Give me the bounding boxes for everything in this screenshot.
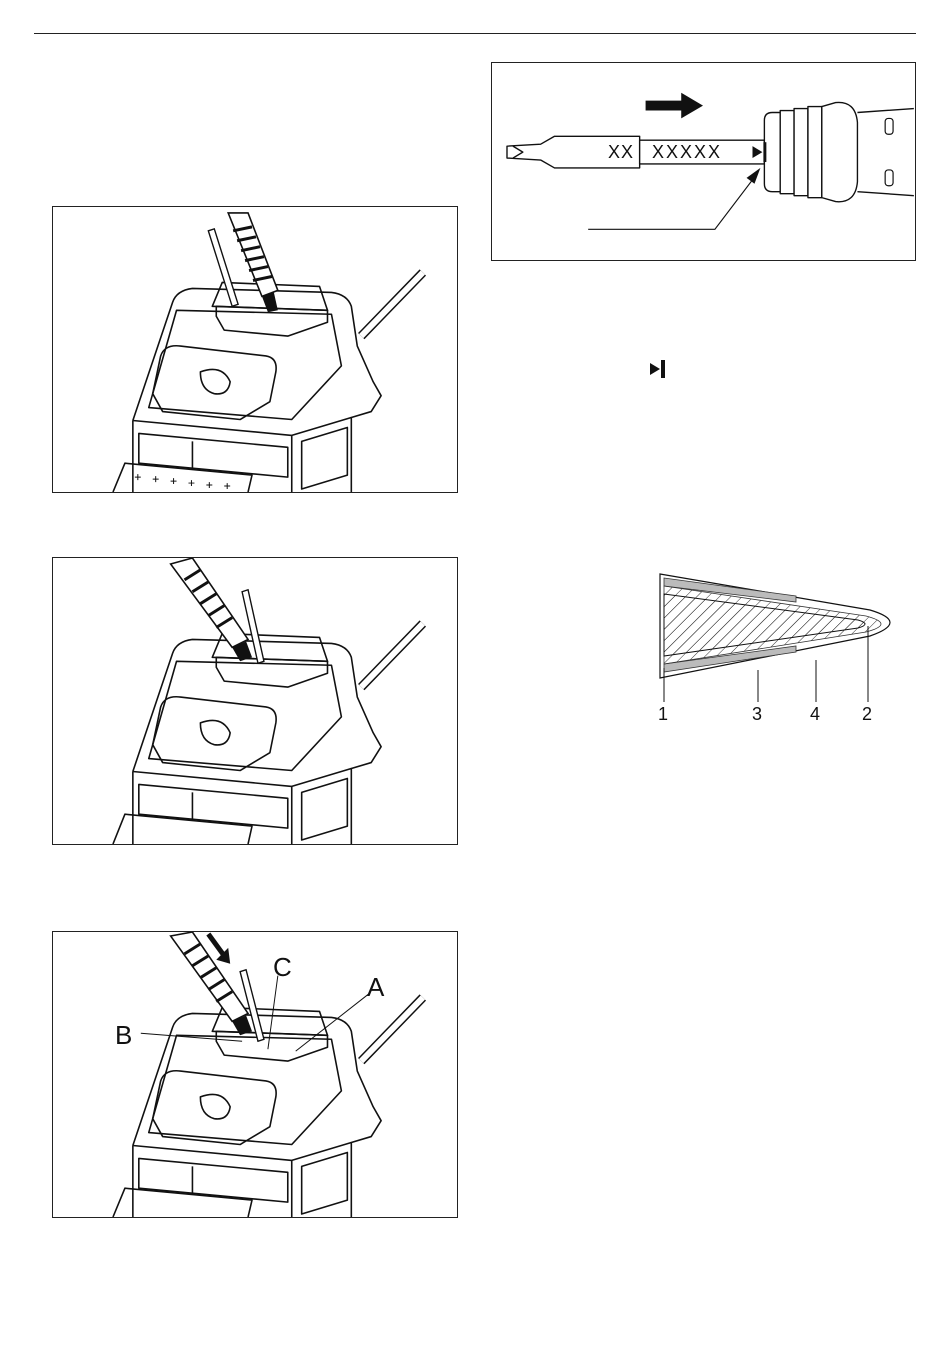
section-label-2: 2 (862, 704, 872, 725)
tip-marking-long: XXXXX (652, 142, 722, 163)
figure-station-tip-change: C A B (52, 931, 458, 1218)
section-label-4: 4 (810, 704, 820, 725)
soldering-station-illustration (53, 558, 457, 844)
callout-a-label: A (367, 972, 384, 1003)
section-label-1: 1 (658, 704, 668, 725)
section-label-3: 3 (752, 704, 762, 725)
figure-soldering-tip-marking: XX XXXXX (491, 62, 916, 261)
soldering-station-illustration (53, 932, 457, 1217)
tip-marking-short: XX (608, 142, 634, 163)
figure-station-iron-in-holder (52, 206, 458, 493)
callout-c-label: C (273, 952, 292, 983)
arrow-right-icon (646, 93, 703, 119)
header-rule (34, 33, 916, 34)
soldering-station-illustration (53, 207, 457, 492)
figure-station-iron-tilted (52, 557, 458, 845)
callout-b-label: B (115, 1020, 132, 1051)
stop-mark-icon (648, 358, 670, 380)
